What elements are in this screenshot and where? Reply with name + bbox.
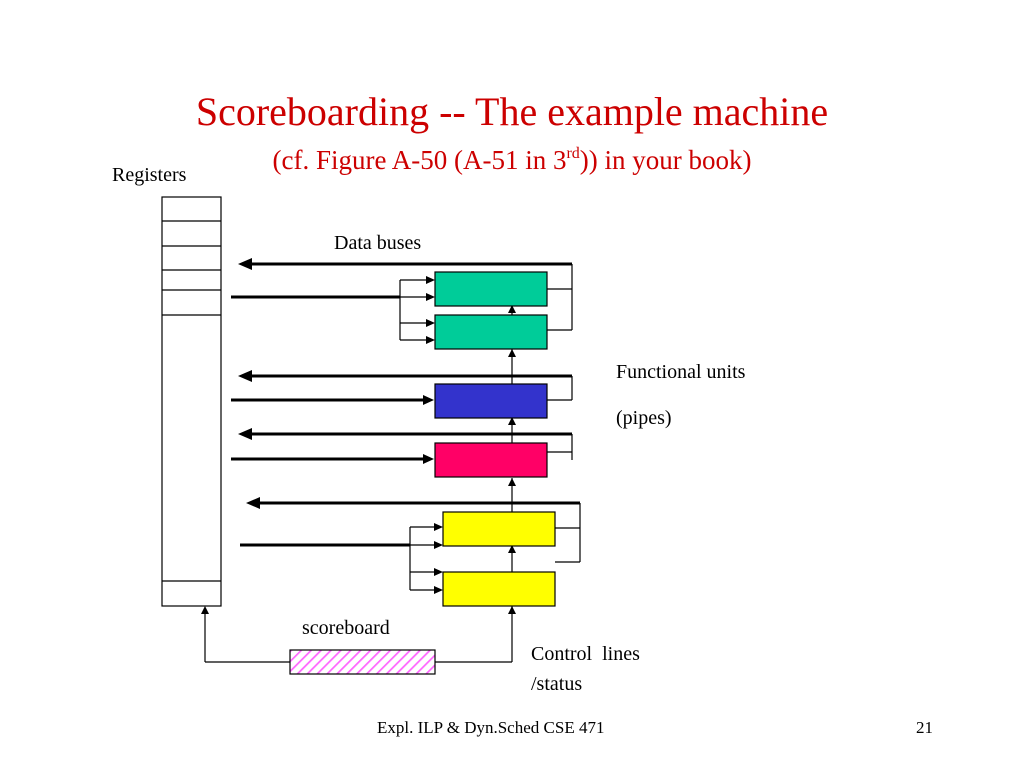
arrowhead <box>426 319 435 327</box>
register-file-box <box>161 196 222 607</box>
control-arrowheads <box>508 305 516 614</box>
arrowhead <box>238 428 252 440</box>
result-buses <box>250 262 580 505</box>
arrowhead <box>508 305 516 313</box>
footer-course: Expl. ILP & Dyn.Sched CSE 471 <box>377 718 605 737</box>
control-status-label: /status <box>531 673 583 695</box>
subtitle-suffix: )) in your book) <box>579 145 752 175</box>
registers-label: Registers <box>112 164 187 186</box>
arrowhead <box>508 545 516 553</box>
functional-unit-red <box>434 442 548 478</box>
subtitle-prefix: (cf. Figure A-50 (A-51 in 3 <box>272 145 567 175</box>
arrowhead <box>246 497 260 509</box>
operand-buses <box>231 295 425 547</box>
functional-units <box>434 271 556 607</box>
arrowhead <box>508 349 516 357</box>
data-buses-label: Data buses <box>334 232 422 254</box>
arrowhead <box>238 370 252 382</box>
pipes-label: (pipes) <box>616 407 672 429</box>
scoreboard-link <box>204 614 290 663</box>
page-number: 21 <box>916 718 933 737</box>
arrowhead <box>434 586 443 594</box>
fu-input-arrowheads <box>426 276 443 594</box>
functional-unit-green-2 <box>434 314 548 350</box>
register-file <box>161 196 222 607</box>
functional-units-label: Functional units <box>616 361 746 383</box>
arrowhead <box>426 293 435 301</box>
arrowhead <box>426 276 435 284</box>
arrowhead <box>426 336 435 344</box>
arrowhead <box>238 258 252 270</box>
scoreboard-label: scoreboard <box>302 617 390 639</box>
arrowhead <box>423 395 434 405</box>
arrowhead <box>434 523 443 531</box>
functional-unit-green-1 <box>434 271 548 307</box>
slide-subtitle: (cf. Figure A-50 (A-51 in 3rd)) in your … <box>0 145 1024 176</box>
result-bus-arrowheads <box>238 258 260 509</box>
functional-unit-yellow-2 <box>442 571 556 607</box>
arrowhead <box>508 478 516 486</box>
control-line-vertical <box>435 305 513 663</box>
slide-title: Scoreboarding -- The example machine <box>195 89 829 134</box>
arrowhead <box>201 606 209 614</box>
arrowhead <box>434 568 443 576</box>
functional-unit-blue <box>434 383 548 419</box>
operand-bus-arrowheads <box>423 395 434 464</box>
arrowhead <box>434 541 443 549</box>
subtitle-superscript: rd <box>566 145 580 162</box>
scoreboard-box <box>289 649 436 675</box>
arrowhead <box>508 417 516 425</box>
arrowhead <box>508 606 516 614</box>
arrowhead <box>423 454 434 464</box>
control-lines-label: Control lines <box>531 643 640 665</box>
fu-wiring <box>399 264 581 591</box>
functional-unit-yellow-1 <box>442 511 556 547</box>
